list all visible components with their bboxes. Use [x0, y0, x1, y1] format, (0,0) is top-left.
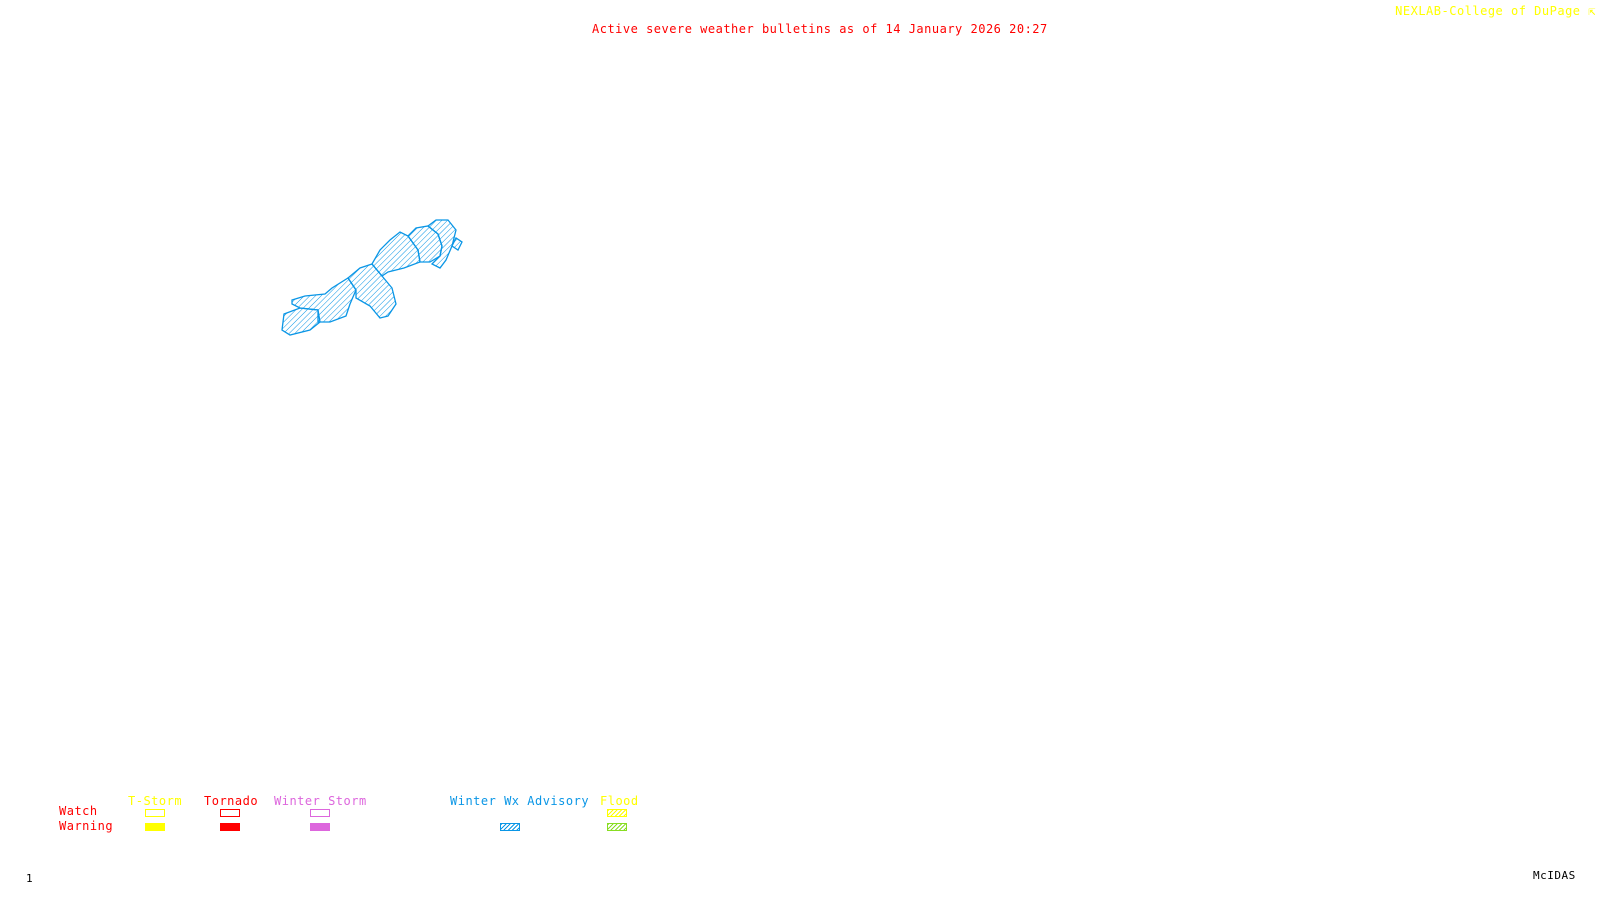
credit-text: NEXLAB-College of DuPage — [1395, 4, 1581, 18]
corner-arrow-icon: ⇱ — [1588, 4, 1596, 18]
tstorm-warning-swatch — [145, 823, 165, 831]
advisory-zone[interactable] — [426, 219, 457, 269]
flood-watch-swatch — [607, 809, 627, 817]
advisory-zone[interactable] — [281, 307, 321, 336]
winter-storm-warning-swatch — [310, 823, 330, 831]
legend-warning-label: Warning — [59, 819, 114, 833]
app-name: McIDAS — [1533, 869, 1576, 882]
legend-winter-storm-label: Winter Storm — [274, 794, 367, 808]
advisory-zones — [281, 219, 463, 336]
winter-advisory-swatch — [500, 823, 520, 831]
tornado-watch-swatch — [220, 809, 240, 817]
advisory-zone[interactable] — [291, 277, 357, 323]
winter-storm-watch-swatch — [310, 809, 330, 817]
legend-tornado-label: Tornado — [204, 794, 259, 808]
legend-tstorm-label: T-Storm — [128, 794, 183, 808]
legend-winter-advisory-label: Winter Wx Advisory — [450, 794, 590, 808]
advisory-zone[interactable] — [451, 237, 463, 251]
advisory-zone[interactable] — [347, 263, 397, 319]
tstorm-watch-swatch — [145, 809, 165, 817]
tornado-warning-swatch — [220, 823, 240, 831]
page-title: Active severe weather bulletins as of 14… — [592, 22, 1048, 36]
flood-warning-swatch — [607, 823, 627, 831]
legend-flood-label: Flood — [600, 794, 639, 808]
credit-label: NEXLAB-College of DuPage ⇱ — [1395, 4, 1596, 18]
frame-number: 1 — [26, 872, 34, 885]
legend-watch-label: Watch — [59, 804, 98, 818]
